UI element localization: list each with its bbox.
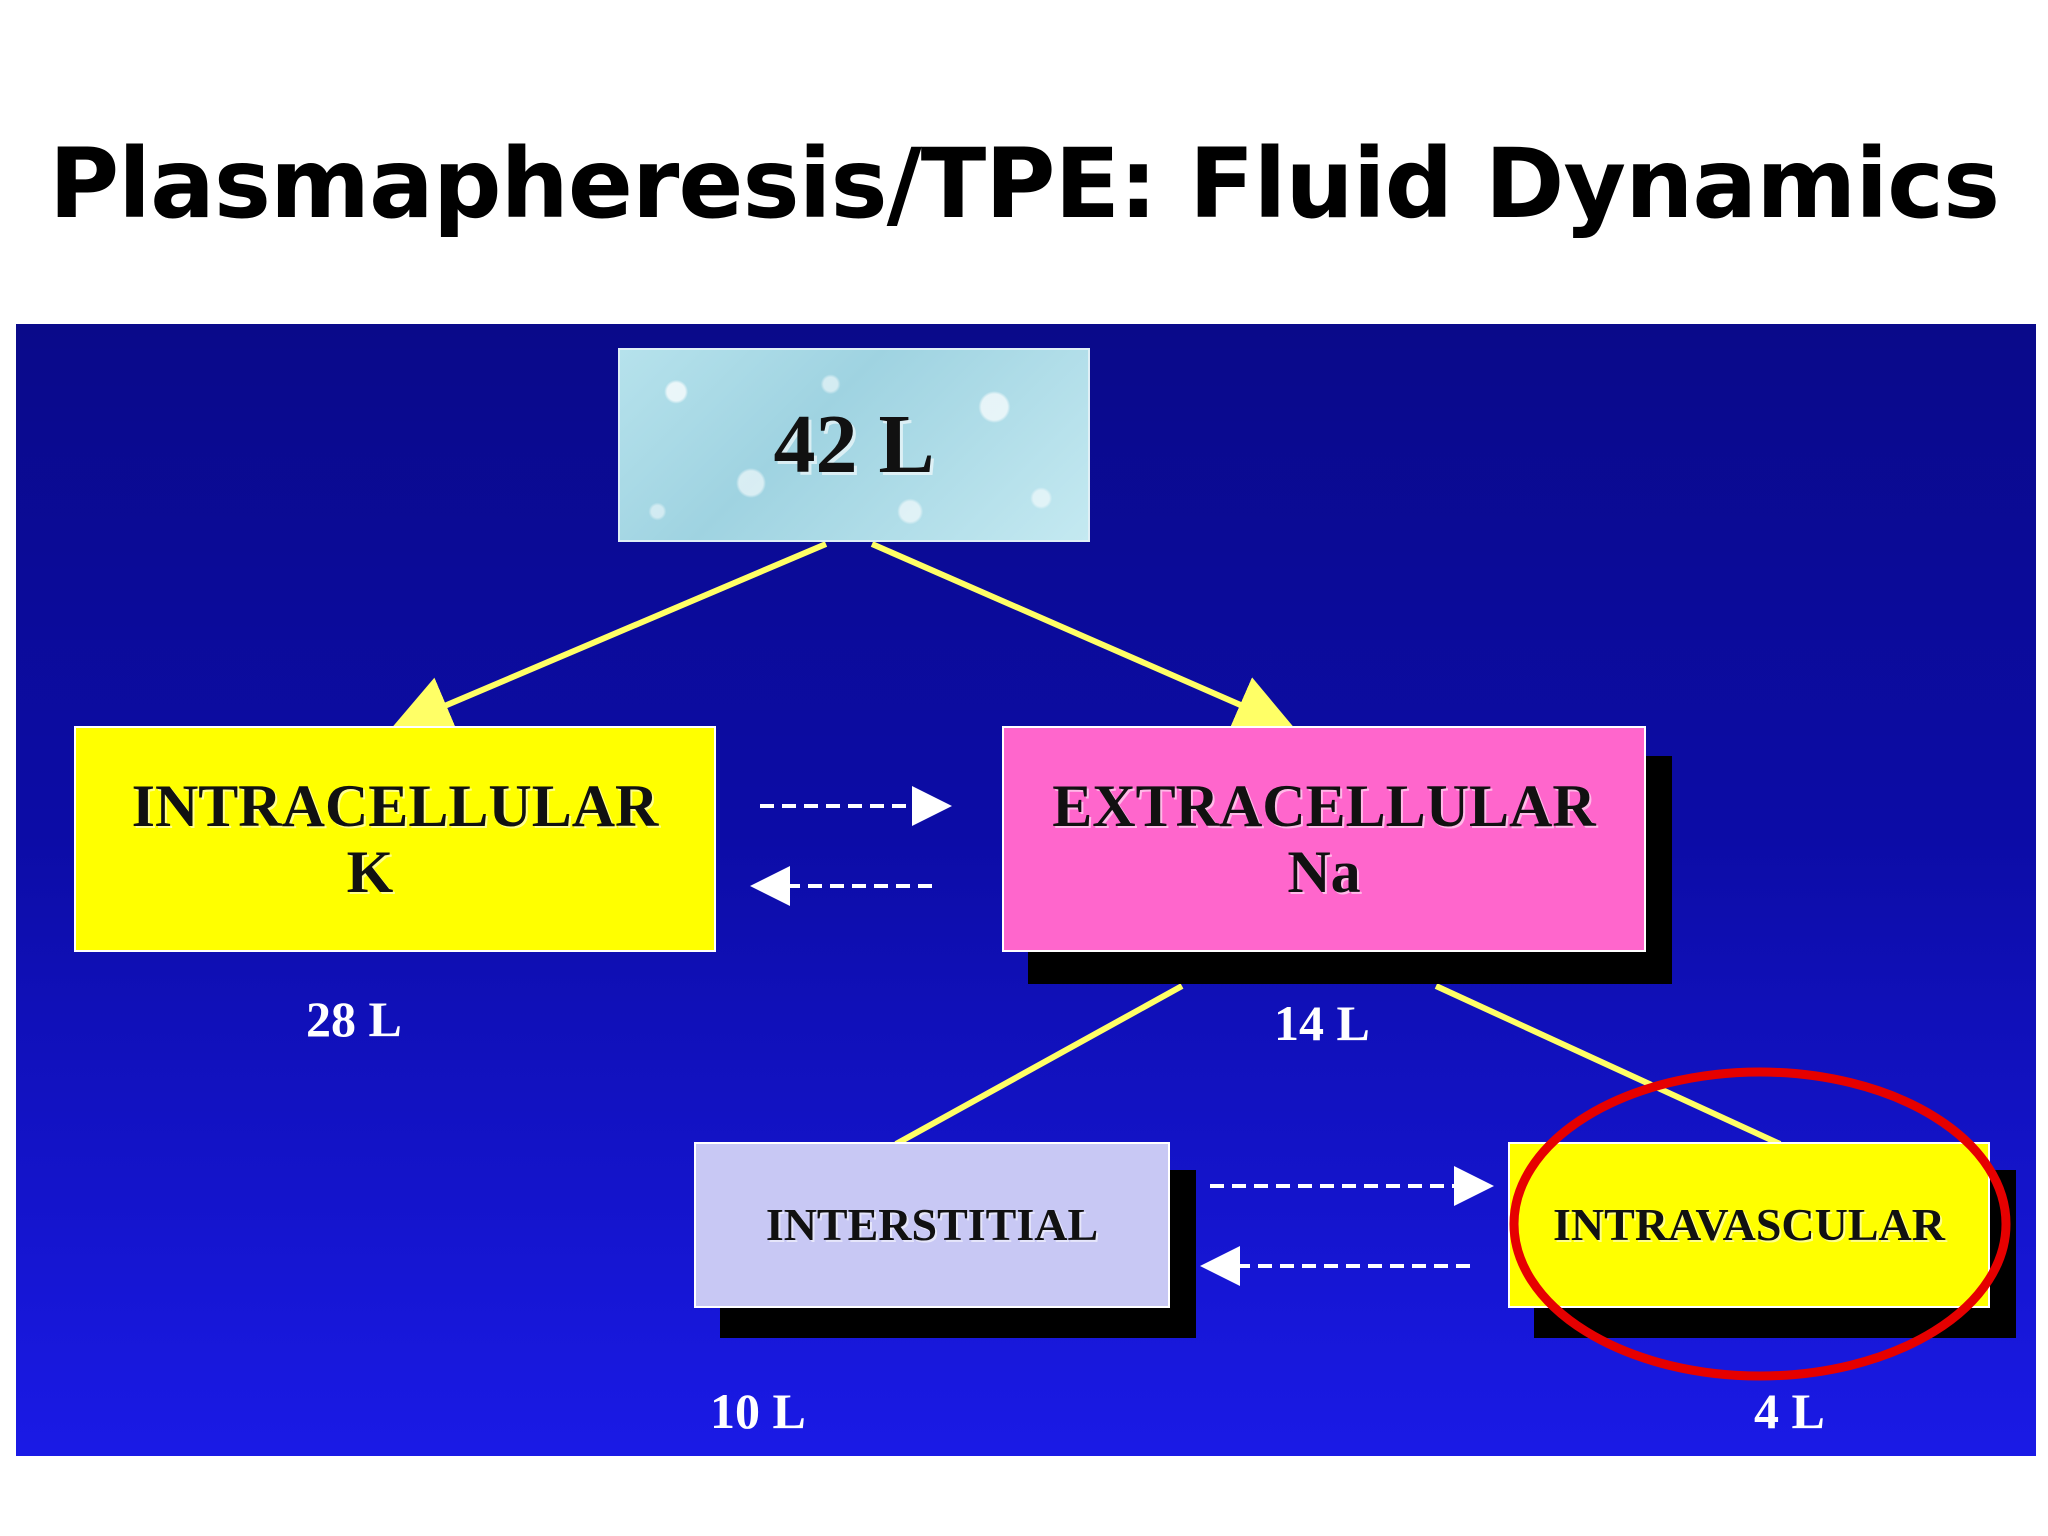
intravascular-highlight-ring — [1509, 1067, 2011, 1381]
fluid-diagram-panel: 42 L INTRACELLULAR K EXTRACELLULAR Na IN… — [16, 324, 2036, 1456]
total-volume-label: 42 L — [773, 397, 935, 491]
interstitial-box: INTERSTITIAL — [694, 1142, 1170, 1308]
intracellular-label: INTRACELLULAR — [131, 773, 659, 839]
intravascular-box: INTRAVASCULAR — [1508, 1142, 1990, 1308]
intravascular-volume: 4 L — [1754, 1383, 1825, 1439]
extracellular-label: EXTRACELLULAR — [1052, 773, 1596, 839]
highlight-ring-layer — [1509, 1067, 2011, 1381]
intravascular-label: INTRAVASCULAR — [1553, 1198, 1945, 1250]
interstitial-label: INTERSTITIAL — [765, 1198, 1099, 1250]
extracellular-volume: 14 L — [1274, 995, 1370, 1051]
connector-extracellular-to-interstitial — [894, 983, 1184, 1147]
slide-title: Plasmapheresis/TPE: Fluid Dynamics — [48, 128, 2000, 240]
connector-total-to-extracellular — [870, 541, 1295, 733]
intracellular-ion: K — [346, 839, 394, 905]
connector-extracellular-to-intravascular — [1434, 983, 1782, 1147]
extracellular-ion: Na — [1287, 839, 1361, 905]
total-body-water-box: 42 L — [618, 348, 1090, 542]
diagram-connectors — [390, 541, 1782, 1286]
connector-total-to-intracellular — [390, 541, 828, 733]
intracellular-box: INTRACELLULAR K — [74, 726, 716, 952]
interstitial-volume: 10 L — [710, 1383, 806, 1439]
extracellular-box: EXTRACELLULAR Na — [1002, 726, 1646, 952]
intracellular-volume: 28 L — [306, 991, 402, 1047]
